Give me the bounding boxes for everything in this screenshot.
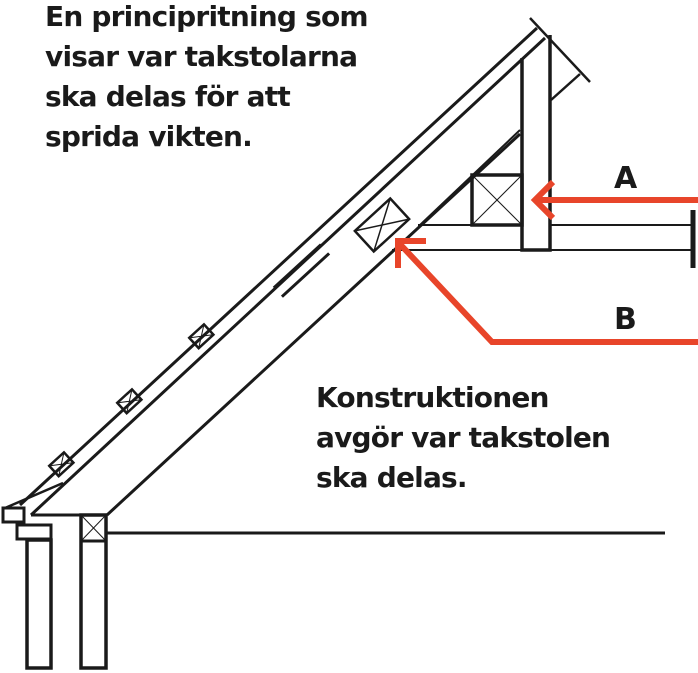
caption-line: ska delas för att (45, 80, 291, 113)
label-b: B (614, 302, 637, 337)
caption-line: sprida vikten. (45, 120, 253, 153)
eave-board (15, 523, 53, 541)
splice-mark (272, 243, 331, 298)
ridge-brace (550, 73, 581, 101)
batten (187, 322, 216, 350)
strut (419, 129, 521, 226)
wall-post-inner (79, 513, 108, 670)
king-post (520, 35, 552, 252)
arrow-b-head (395, 238, 426, 268)
arrow-b-shaft (395, 239, 698, 345)
cross-line (471, 174, 523, 226)
caption-line: Konstruktionen (316, 381, 549, 414)
caption-bottom: Konstruktionen avgör var takstolen ska d… (316, 378, 611, 498)
cross-line (80, 514, 107, 542)
batten (115, 387, 144, 415)
batten (47, 450, 76, 478)
joint-block-a (470, 173, 524, 227)
label-a: A (614, 161, 638, 196)
caption-line: avgör var takstolen (316, 421, 611, 454)
rafter-lower-edge (105, 132, 522, 517)
joint-block-b (353, 196, 411, 254)
eave-board (1, 506, 26, 524)
ridge-cap (529, 17, 591, 83)
fascia-line (4, 481, 64, 510)
arrow-a-head (530, 179, 556, 221)
roof-outer-line (18, 26, 539, 507)
caption-top: En principritning som visar var takstola… (45, 0, 369, 157)
caption-line: En principritning som (45, 0, 369, 33)
wall-post-outer (25, 538, 53, 670)
caption-line: visar var takstolarna (45, 40, 358, 73)
caption-line: ska delas. (316, 461, 468, 494)
